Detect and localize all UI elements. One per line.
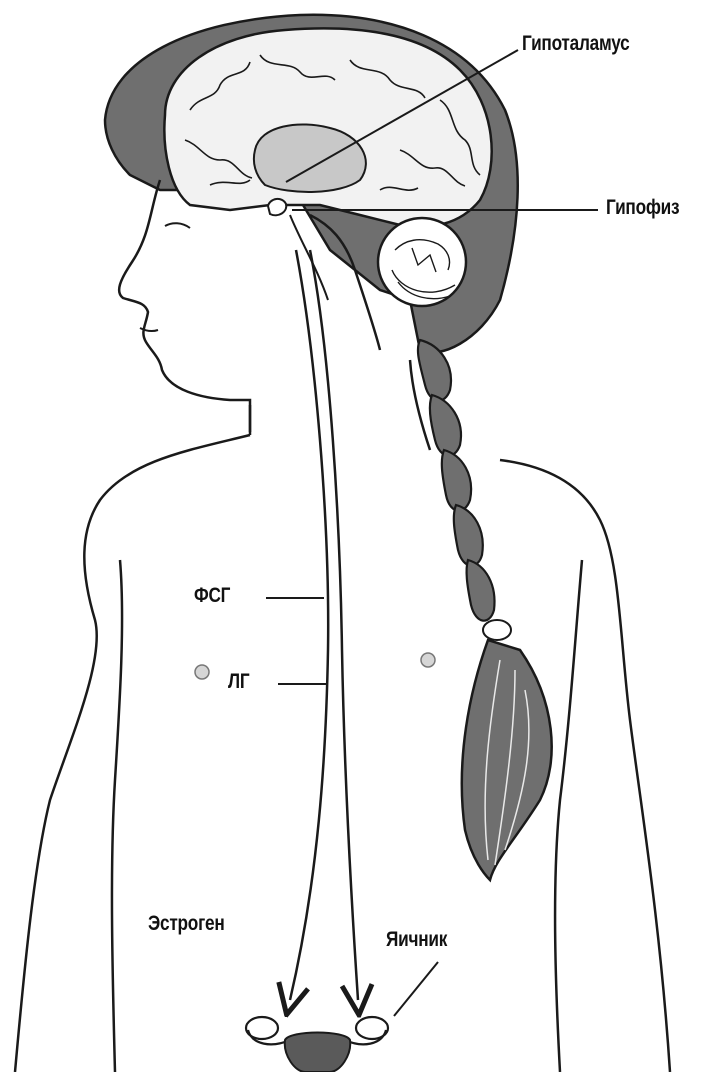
uterus	[285, 1033, 350, 1072]
thalamus	[254, 124, 366, 191]
ovary-leader-line	[394, 962, 438, 1016]
braid	[418, 340, 495, 621]
arm-right-inner	[555, 560, 582, 1072]
fsh-pathway-arrow	[290, 250, 328, 1000]
eye-icon	[165, 223, 190, 228]
nipple-left	[195, 665, 209, 679]
nipple-right	[421, 653, 435, 667]
body-left	[15, 435, 250, 1072]
hypothalamus-label: Гипоталамус	[522, 32, 629, 56]
lh-label: ЛГ	[228, 670, 249, 694]
lh-pathway-arrow	[310, 250, 358, 1000]
hair-tie	[483, 620, 511, 640]
pituitary-label: Гипофиз	[606, 196, 679, 220]
estrogen-label: Эстроген	[148, 912, 224, 936]
pituitary-gland	[268, 199, 286, 215]
face-outline	[119, 180, 250, 432]
fsh-label: ФСГ	[194, 584, 230, 608]
arm-left-inner	[112, 560, 122, 1072]
ovary-label: Яичник	[386, 928, 447, 952]
